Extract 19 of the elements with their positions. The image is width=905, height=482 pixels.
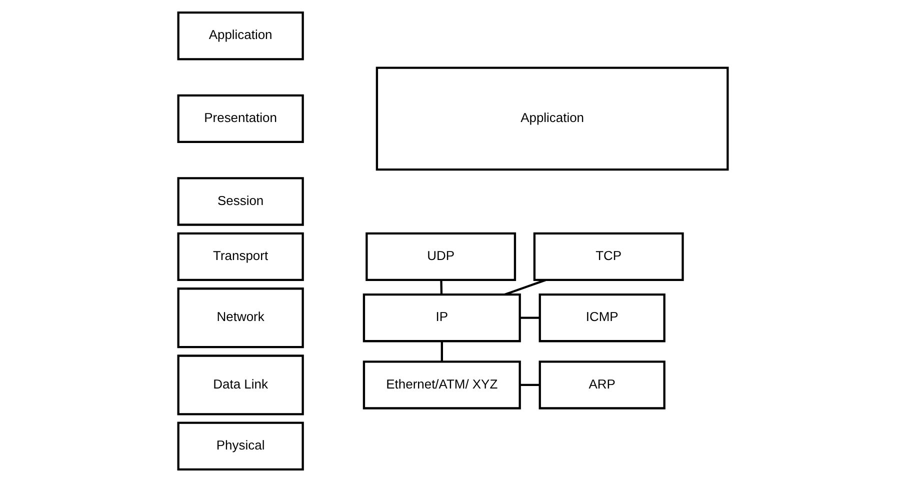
node-box: IP [362, 294, 520, 342]
node-box: Data Link [176, 354, 304, 416]
connector [504, 279, 546, 296]
connector [520, 384, 540, 386]
connector [440, 280, 442, 294]
node-box: UDP [365, 232, 516, 282]
node-box: Presentation [176, 94, 304, 144]
node-box: Network [176, 288, 304, 348]
node-box: Session [176, 177, 304, 226]
connector [440, 341, 442, 362]
node-box: ARP [538, 360, 665, 410]
node-box: Ethernet/ATM/ XYZ [362, 360, 520, 410]
connector [520, 316, 540, 319]
node-box: Physical [176, 422, 304, 470]
node-box: Application [176, 12, 304, 60]
node-box: Transport [176, 232, 304, 282]
node-box: TCP [532, 232, 684, 282]
node-box: Application [375, 66, 728, 171]
node-box: ICMP [538, 294, 665, 342]
